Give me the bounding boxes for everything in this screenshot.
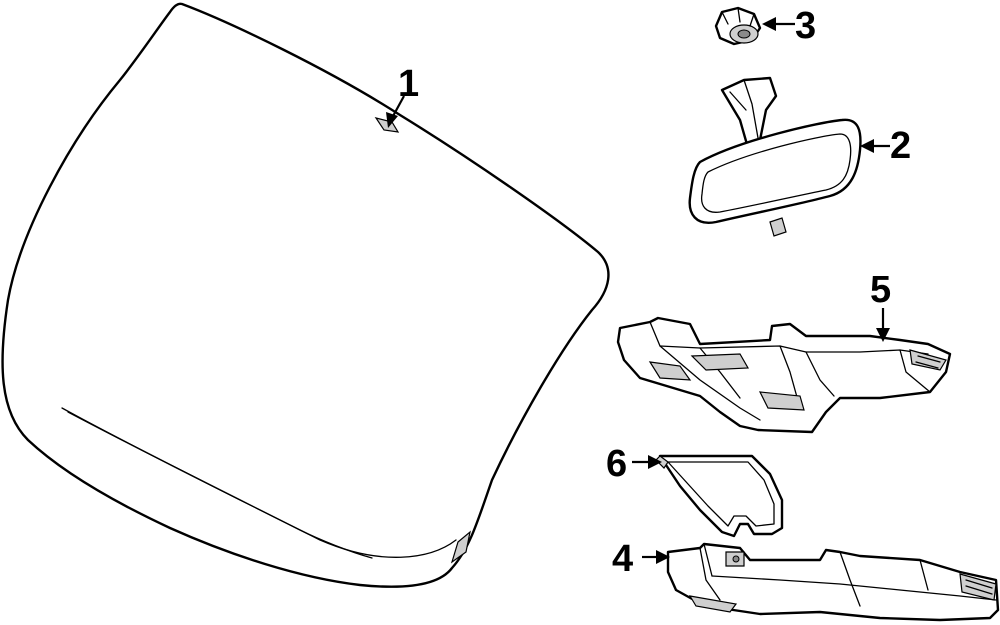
lower-cover-part-4 bbox=[666, 542, 1000, 622]
rearview-mirror-part-2 bbox=[688, 76, 862, 237]
callout-label-2: 2 bbox=[890, 125, 911, 167]
windshield-part-1 bbox=[1, 2, 610, 588]
mirror-glass bbox=[700, 133, 852, 213]
callout-5: 5 bbox=[870, 269, 891, 342]
mirror-stem bbox=[720, 76, 778, 150]
cover-5-outline bbox=[616, 316, 952, 434]
callout-label-1: 1 bbox=[398, 63, 419, 105]
windshield-bracket bbox=[374, 117, 400, 133]
windshield-lower-band bbox=[67, 411, 373, 559]
callout-label-4: 4 bbox=[612, 538, 633, 580]
windshield-outline bbox=[1, 2, 610, 588]
callout-3: 3 bbox=[762, 5, 816, 47]
mirror-mount-part-3 bbox=[714, 6, 762, 46]
callout-label-5: 5 bbox=[870, 269, 891, 311]
callout-1: 1 bbox=[386, 63, 419, 128]
callout-6: 6 bbox=[606, 443, 662, 485]
windshield-bottom-clip bbox=[450, 530, 471, 564]
callout-4: 4 bbox=[612, 538, 670, 580]
callout-label-6: 6 bbox=[606, 443, 627, 485]
cover-part-6 bbox=[655, 454, 784, 538]
cover-6-outline bbox=[658, 454, 784, 538]
callout-label-3: 3 bbox=[795, 5, 816, 47]
callout-2: 2 bbox=[860, 125, 911, 167]
mirror-body bbox=[688, 118, 862, 224]
mirror-cover-part-5 bbox=[616, 316, 952, 434]
